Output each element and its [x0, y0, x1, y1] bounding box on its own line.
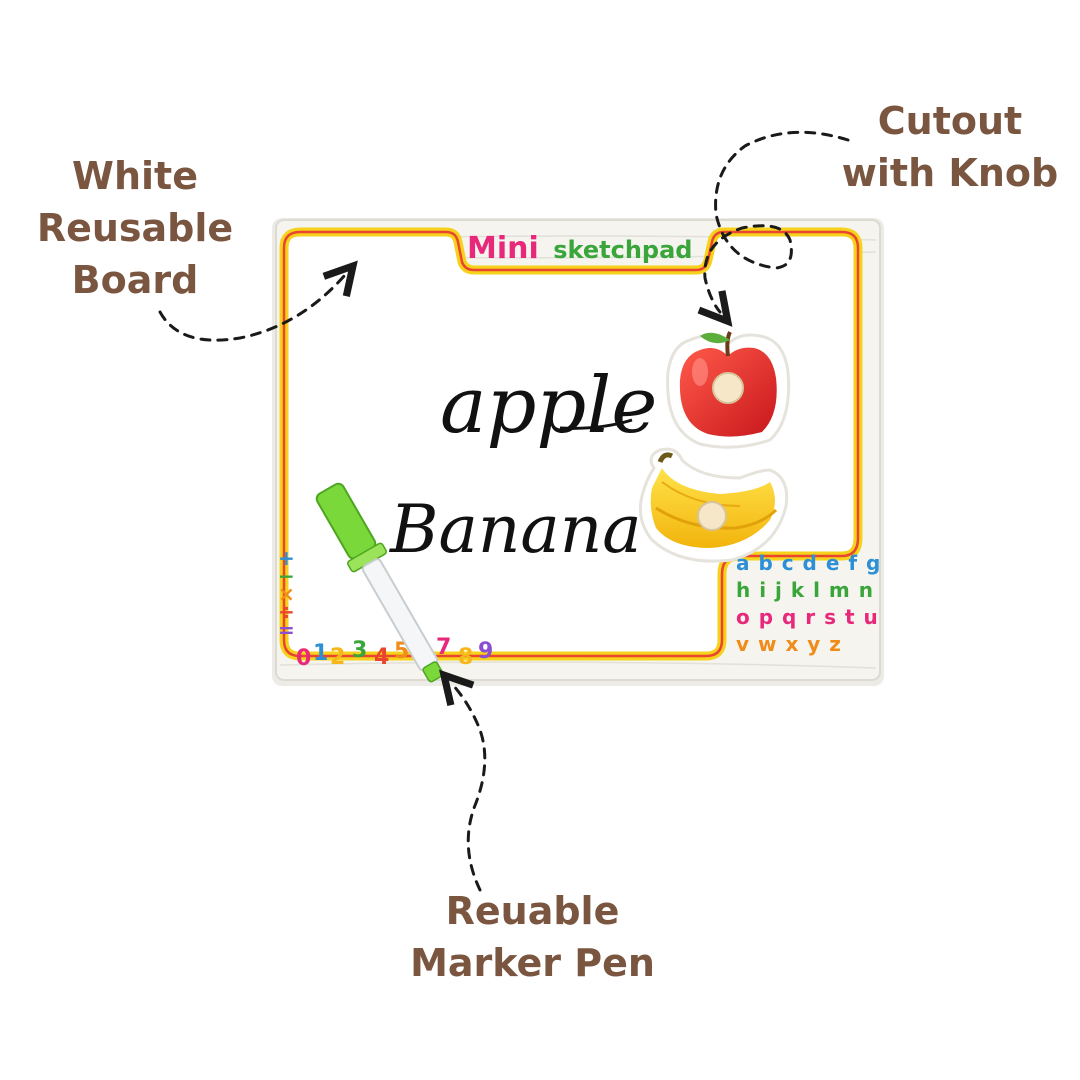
number: 7 — [436, 635, 451, 660]
alphabet-row: h i j k l m n — [736, 578, 874, 602]
number: 0 — [296, 646, 311, 671]
handwritten-word-apple: apple — [440, 361, 657, 451]
math-symbols: + − × ÷ = — [278, 546, 295, 642]
board-border-red — [282, 230, 860, 658]
callout-line: White — [72, 154, 198, 198]
wooden-knob-icon[interactable] — [712, 372, 744, 404]
alphabet-row: v w x y z — [736, 632, 842, 656]
callout-line: Reusable — [36, 206, 234, 250]
underline-stroke — [559, 418, 633, 430]
symbol-times: × — [278, 582, 295, 606]
alphabet-row: o p q r s t u — [736, 605, 879, 629]
callout-line: with Knob — [841, 151, 1059, 195]
callout-line: Reuable — [445, 889, 620, 933]
number: 2 — [330, 645, 345, 670]
number: 8 — [458, 645, 473, 670]
alphabet-row: a b c d e f g — [736, 551, 881, 575]
callout-line: Marker Pen — [410, 941, 655, 985]
title-mini: Mini — [467, 231, 539, 266]
number: 1 — [313, 641, 328, 666]
alphabet-panel: a b c d e f g h i j k l m n o p q r s t … — [736, 551, 881, 656]
callout-reusable-marker-pen: Reuable Marker Pen — [395, 885, 670, 989]
callout-line: Board — [71, 258, 199, 302]
title-sketchpad: sketchpad — [553, 236, 692, 264]
marker-pen-icon[interactable] — [310, 479, 454, 689]
callout-cutout-with-knob: Cutout with Knob — [830, 95, 1070, 199]
symbol-plus: + — [278, 546, 295, 570]
symbol-divide: ÷ — [278, 600, 295, 624]
number: 4 — [374, 645, 389, 670]
dashed-arrow-icon — [158, 130, 850, 892]
symbol-minus: − — [278, 564, 295, 588]
handwritten-word-banana: Banana — [389, 491, 642, 568]
symbol-equals: = — [278, 618, 295, 642]
number: 9 — [478, 639, 493, 664]
apple-cutout-icon[interactable] — [666, 331, 791, 449]
number: 3 — [352, 638, 367, 663]
callout-white-reusable-board: White Reusable Board — [20, 150, 250, 306]
wooden-knob-icon[interactable] — [697, 501, 727, 531]
board-title: Mini sketchpad — [467, 231, 692, 266]
callout-line: Cutout — [877, 99, 1023, 143]
banana-cutout-icon[interactable] — [638, 447, 789, 563]
